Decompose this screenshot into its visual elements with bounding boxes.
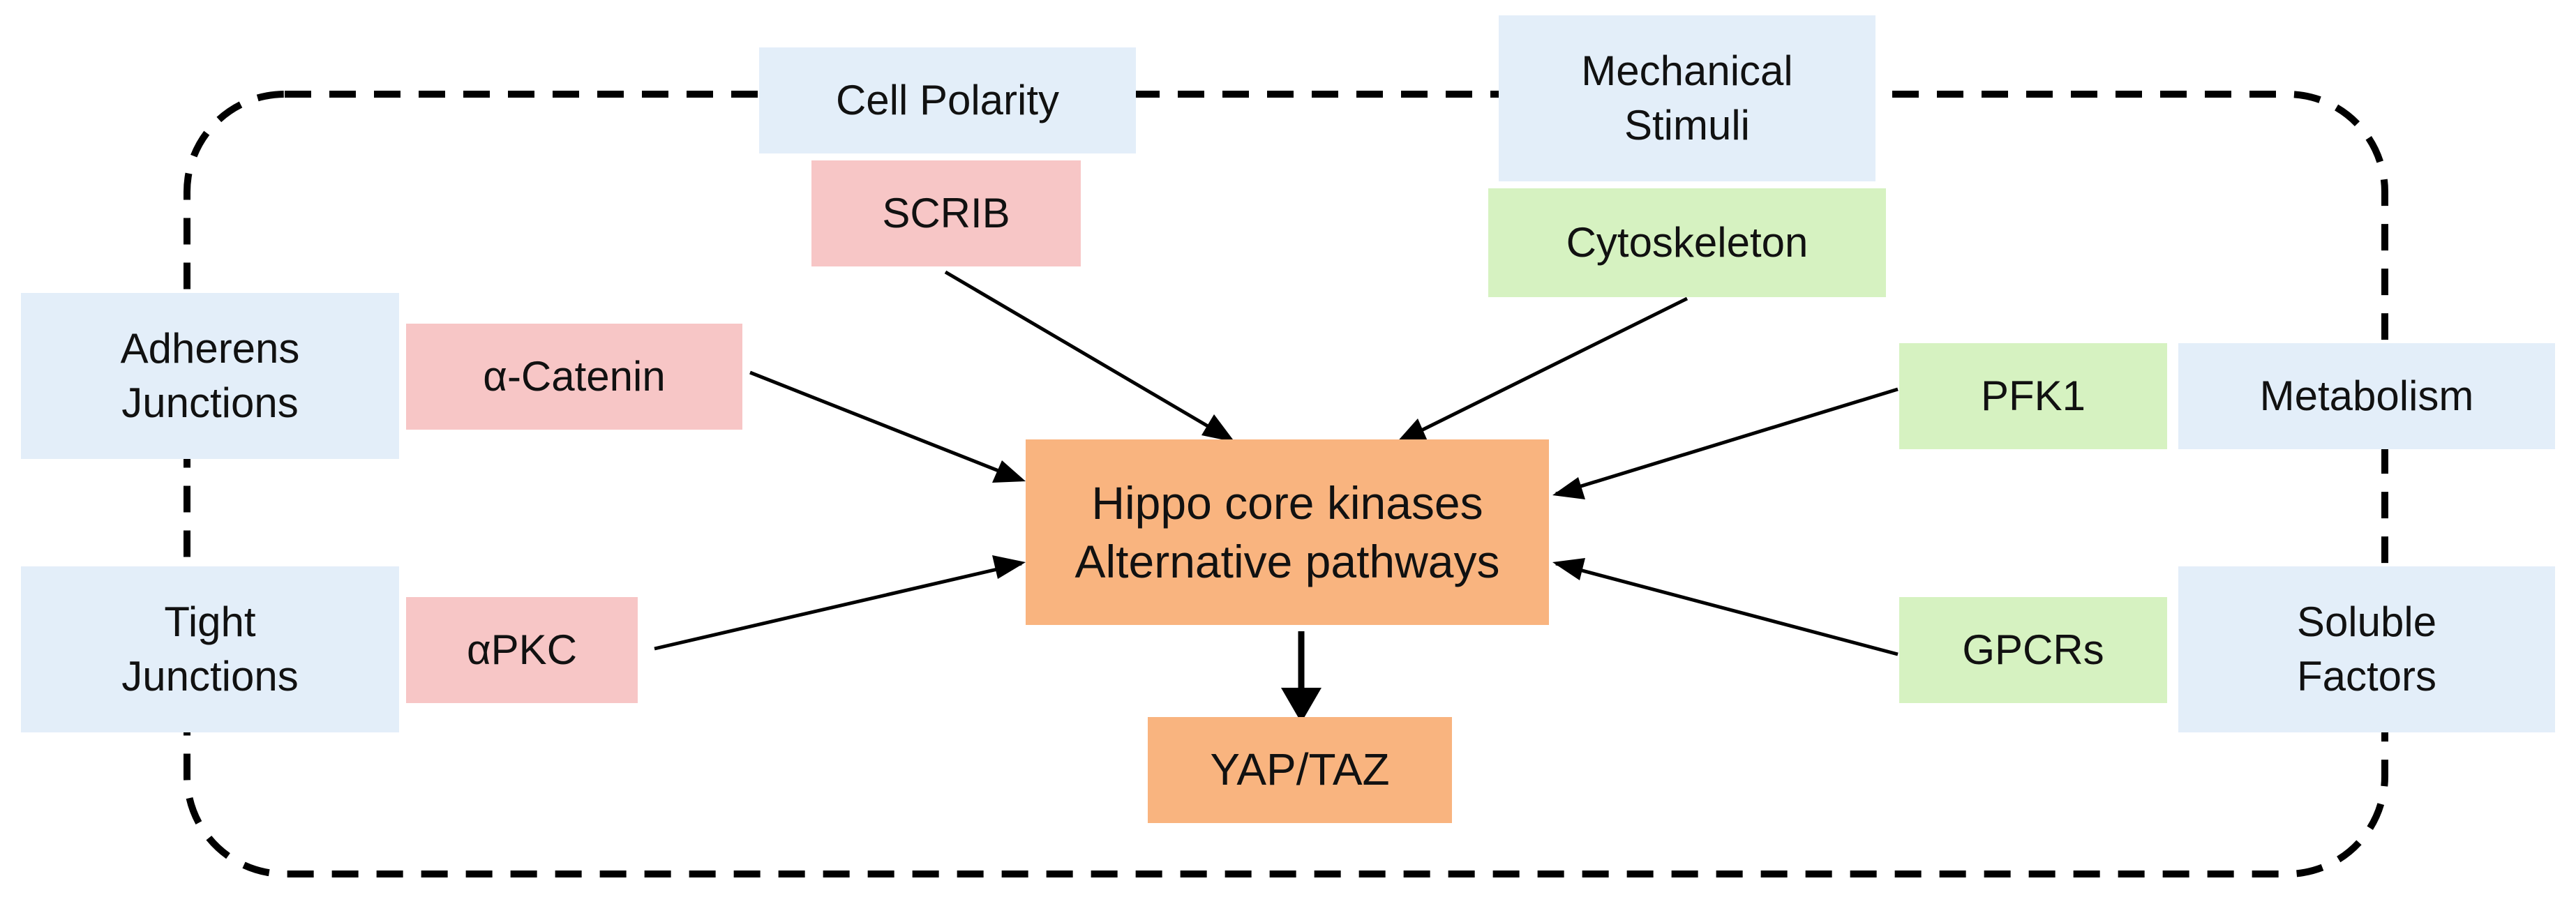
pfk1-label: PFK1 — [1980, 372, 2086, 419]
cell-boundary — [184, 91, 2388, 877]
alpha-catenin-box: α-Catenin — [406, 324, 742, 430]
arrowhead-gpcrs — [1552, 558, 1585, 580]
arrowhead-pfk1 — [1552, 477, 1585, 499]
cytoskeleton-label: Cytoskeleton — [1566, 219, 1809, 266]
soluble-factors-label: Soluble Factors — [2296, 598, 2437, 700]
yap-taz-label: YAP/TAZ — [1210, 744, 1390, 795]
alpha-pkc-label: αPKC — [466, 626, 578, 673]
soluble-factors-box: Soluble Factors — [2178, 566, 2555, 732]
arrow-alpha-catenin-to-core — [749, 370, 1022, 482]
scrib-label: SCRIB — [882, 190, 1010, 236]
adherens-junctions-label: Adherens Junctions — [120, 325, 300, 426]
metabolism-label: Metabolism — [2259, 372, 2474, 419]
arrowhead-scrib — [1201, 414, 1235, 442]
arrow-scrib-to-core — [944, 270, 1226, 438]
gpcrs-box: GPCRs — [1899, 597, 2167, 703]
arrow-gpcrs-to-core — [1555, 561, 1899, 656]
scrib-box: SCRIB — [811, 160, 1081, 266]
metabolism-box: Metabolism — [2178, 343, 2555, 449]
alpha-catenin-label: α-Catenin — [483, 353, 666, 400]
cytoskeleton-box: Cytoskeleton — [1488, 188, 1886, 297]
tight-junctions-box: Tight Junctions — [21, 566, 399, 732]
mechanical-stimuli-box: Mechanical Stimuli — [1499, 15, 1875, 181]
arrowhead-cytoskeleton — [1395, 419, 1428, 444]
hippo-core-label: Hippo core kinases Alternative pathways — [1074, 476, 1500, 587]
cell-polarity-label: Cell Polarity — [835, 77, 1060, 123]
adherens-junctions-box: Adherens Junctions — [21, 293, 399, 459]
alpha-pkc-box: αPKC — [406, 597, 638, 703]
arrow-pfk1-to-core — [1555, 387, 1899, 496]
hippo-core-box: Hippo core kinases Alternative pathways — [1026, 439, 1549, 625]
arrowhead-yap-taz — [1281, 688, 1321, 723]
tight-junctions-label: Tight Junctions — [121, 598, 299, 700]
mechanical-stimuli-label: Mechanical Stimuli — [1581, 47, 1793, 149]
yap-taz-box: YAP/TAZ — [1148, 717, 1452, 823]
pfk1-box: PFK1 — [1899, 343, 2167, 449]
arrowhead-alpha-pkc — [992, 555, 1026, 579]
cell-polarity-box: Cell Polarity — [759, 47, 1136, 153]
arrow-alpha-pkc-to-core — [654, 561, 1022, 651]
arrowhead-alpha-catenin — [992, 460, 1026, 483]
arrow-cytoskeleton-to-core — [1405, 296, 1688, 440]
gpcrs-label: GPCRs — [1962, 626, 2104, 673]
